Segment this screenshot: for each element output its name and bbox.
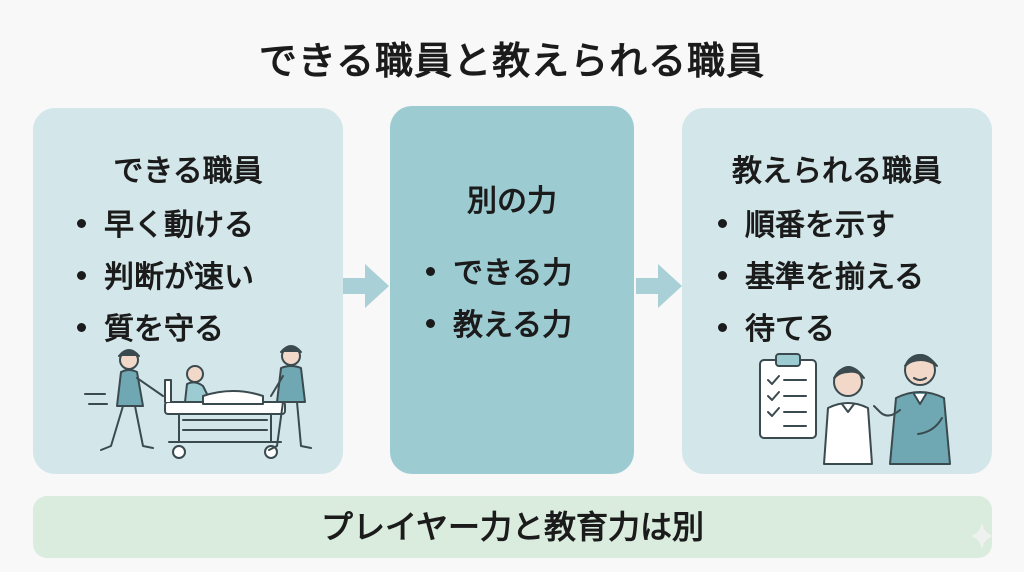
list-item: 質を守る [77, 304, 254, 356]
sparkle-icon [970, 522, 994, 550]
page-title: できる職員と教えられる職員 [258, 39, 766, 83]
list-item: 教える力 [426, 300, 572, 352]
panel-different-skills-list: できる力 教える力 [426, 248, 572, 352]
arrow-right-icon [343, 264, 389, 308]
list-item: 待てる [718, 304, 924, 356]
list-item: 順番を示す [718, 200, 924, 252]
bottom-banner: プレイヤー力と教育力は別 [33, 496, 992, 558]
arrow-right-icon [636, 264, 682, 308]
teacher-with-clipboard-icon [759, 353, 951, 465]
panel-different-skills: 別の力 できる力 教える力 [390, 106, 634, 474]
panel-different-skills-title: 別の力 [467, 184, 557, 219]
nurses-pushing-patient-bed-icon [84, 345, 312, 459]
list-item: 早く動ける [77, 200, 254, 252]
panel-teaching-staff-list: 順番を示す 基準を揃える 待てる [718, 200, 924, 356]
panel-capable-staff: できる職員 早く動ける 判断が速い 質を守る [33, 108, 343, 474]
panel-capable-staff-title: できる職員 [113, 154, 263, 189]
list-item: できる力 [426, 248, 572, 300]
list-item: 基準を揃える [718, 252, 924, 304]
panel-capable-staff-list: 早く動ける 判断が速い 質を守る [77, 200, 254, 356]
bottom-banner-text: プレイヤー力と教育力は別 [320, 508, 705, 546]
panel-teaching-staff: 教えられる職員 順番を示す 基準を揃える 待てる [682, 108, 992, 474]
list-item: 判断が速い [77, 252, 254, 304]
panel-teaching-staff-title: 教えられる職員 [732, 154, 942, 189]
